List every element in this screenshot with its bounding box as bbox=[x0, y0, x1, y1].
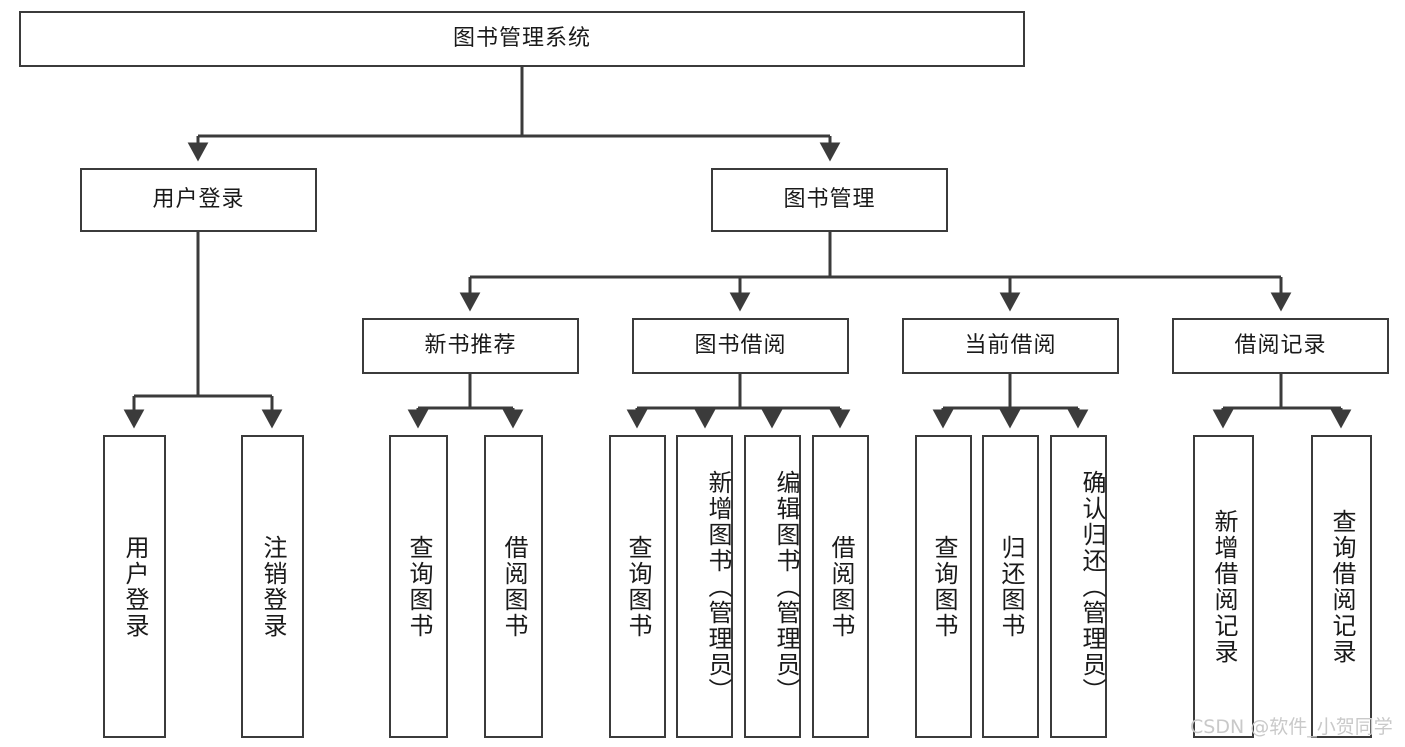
leaf-add-book-admin[interactable]: 新增图书（管理员） bbox=[676, 435, 733, 738]
node-book-borrow[interactable]: 图书借阅 bbox=[632, 318, 849, 374]
node-borrow-record[interactable]: 借阅记录 bbox=[1172, 318, 1389, 374]
node-label: 新增图书（管理员） bbox=[704, 469, 732, 704]
node-label: 新书推荐 bbox=[424, 332, 517, 358]
node-label: 归还图书 bbox=[996, 534, 1025, 639]
leaf-query-book-current[interactable]: 查询图书 bbox=[915, 435, 972, 738]
node-label: 借阅图书 bbox=[826, 534, 855, 639]
leaf-query-borrow-record[interactable]: 查询借阅记录 bbox=[1311, 435, 1372, 738]
node-root-system[interactable]: 图书管理系统 bbox=[19, 11, 1025, 67]
leaf-add-borrow-record[interactable]: 新增借阅记录 bbox=[1193, 435, 1254, 738]
leaf-user-login[interactable]: 用户登录 bbox=[103, 435, 166, 738]
node-user-login[interactable]: 用户登录 bbox=[80, 168, 317, 232]
leaf-query-book-recommend[interactable]: 查询图书 bbox=[389, 435, 448, 738]
node-label: 查询图书 bbox=[623, 534, 652, 639]
leaf-logout-login[interactable]: 注销登录 bbox=[241, 435, 304, 738]
csdn-watermark: CSDN @软件_小贺同学 bbox=[1190, 716, 1393, 738]
leaf-query-book-borrow[interactable]: 查询图书 bbox=[609, 435, 666, 738]
node-book-management[interactable]: 图书管理 bbox=[711, 168, 948, 232]
node-label: 注销登录 bbox=[258, 534, 287, 639]
node-current-borrow[interactable]: 当前借阅 bbox=[902, 318, 1119, 374]
node-label: 用户登录 bbox=[120, 534, 149, 639]
node-label: 编辑图书（管理员） bbox=[772, 469, 800, 704]
node-label: 借阅图书 bbox=[499, 534, 528, 639]
node-label: 图书借阅 bbox=[694, 332, 787, 358]
node-label: 当前借阅 bbox=[964, 332, 1057, 358]
node-label: 查询图书 bbox=[404, 534, 433, 639]
leaf-edit-book-admin[interactable]: 编辑图书（管理员） bbox=[744, 435, 801, 738]
node-label: 查询借阅记录 bbox=[1327, 508, 1356, 665]
node-label: 借阅记录 bbox=[1234, 332, 1327, 358]
leaf-borrow-book-recommend[interactable]: 借阅图书 bbox=[484, 435, 543, 738]
node-label: 图书管理 bbox=[783, 186, 876, 212]
node-new-book-recommend[interactable]: 新书推荐 bbox=[362, 318, 579, 374]
leaf-borrow-book[interactable]: 借阅图书 bbox=[812, 435, 869, 738]
leaf-return-book[interactable]: 归还图书 bbox=[982, 435, 1039, 738]
node-label: 用户登录 bbox=[152, 186, 245, 212]
leaf-confirm-return-admin[interactable]: 确认归还（管理员） bbox=[1050, 435, 1107, 738]
node-label: 图书管理系统 bbox=[452, 25, 591, 51]
node-label: 新增借阅记录 bbox=[1209, 508, 1238, 665]
node-label: 确认归还（管理员） bbox=[1078, 469, 1106, 704]
node-label: 查询图书 bbox=[929, 534, 958, 639]
